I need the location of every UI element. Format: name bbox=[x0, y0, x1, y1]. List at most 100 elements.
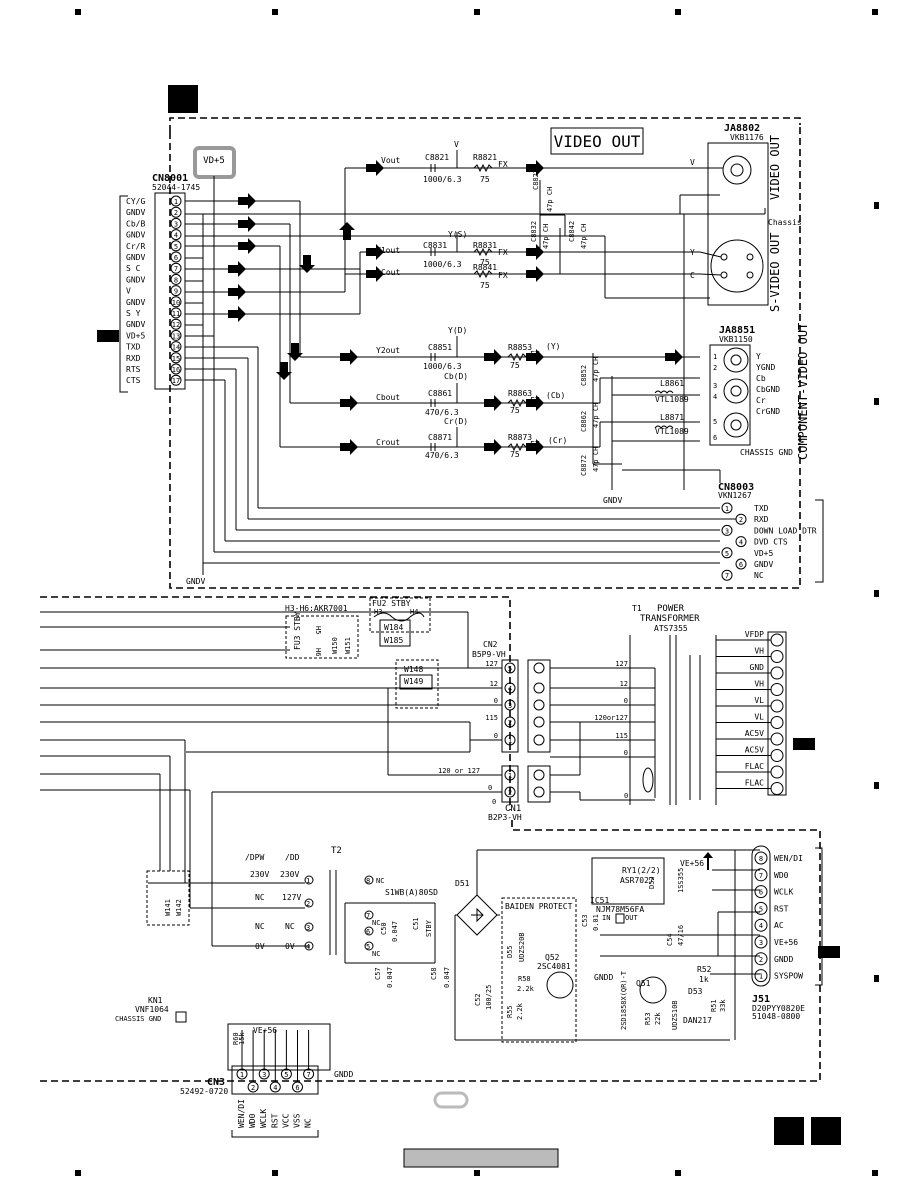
svg-text:C8861: C8861 bbox=[428, 389, 452, 398]
t1-primary-label: 12 bbox=[620, 680, 628, 688]
t1-output-pin bbox=[770, 782, 784, 795]
svg-text:C51: C51 bbox=[412, 917, 420, 930]
svg-text:Crout: Crout bbox=[376, 438, 400, 447]
kn1-part: VNF1064 bbox=[135, 1005, 169, 1014]
svg-text:W141: W141 bbox=[164, 899, 172, 916]
j51-pin-num: 6 bbox=[759, 889, 763, 897]
video-out-vert: VIDEO OUT bbox=[768, 135, 782, 200]
cn8001-pin-num: 11 bbox=[172, 310, 180, 318]
svg-text:V: V bbox=[690, 158, 695, 167]
svg-text:Cbout: Cbout bbox=[376, 393, 400, 402]
cn8001-pin-name: GNDV bbox=[126, 253, 145, 262]
cn8001-pin-name: RTS bbox=[126, 365, 141, 374]
j51-pin-name: WCLK bbox=[774, 888, 793, 897]
video-out-label: VIDEO OUT bbox=[554, 132, 641, 151]
cn8001-pin-num: 3 bbox=[174, 220, 178, 228]
t1-output-pin bbox=[770, 716, 784, 729]
svg-text:DAN217: DAN217 bbox=[683, 1016, 712, 1025]
mid-pin-circle bbox=[533, 769, 545, 781]
j51-pin-name: GNDD bbox=[774, 955, 793, 964]
svg-text:3: 3 bbox=[306, 924, 310, 932]
cn8001-ref: CN8001 bbox=[152, 173, 188, 184]
t1-output-pin bbox=[770, 683, 784, 696]
cn2-part: B5P9-VH bbox=[472, 650, 506, 659]
svg-text:NJM78M56FA: NJM78M56FA bbox=[596, 905, 644, 914]
svg-text:STBY: STBY bbox=[425, 919, 433, 937]
svg-text:T2: T2 bbox=[331, 846, 342, 856]
registration-marks bbox=[75, 9, 879, 1176]
svg-text:FU2 STBY: FU2 STBY bbox=[372, 599, 411, 608]
cn8001-pin-num: 16 bbox=[172, 366, 180, 374]
cn8001-pin-num: 10 bbox=[172, 299, 180, 307]
svg-text:0.047: 0.047 bbox=[391, 921, 399, 942]
cn8003-pin-name: TXD bbox=[754, 504, 769, 513]
cn1-pin-num: 2 bbox=[508, 789, 512, 797]
svg-text:C8862: C8862 bbox=[580, 411, 588, 432]
corner-block-2 bbox=[811, 1117, 841, 1145]
svg-text:0V: 0V bbox=[255, 942, 265, 951]
svg-text:R58: R58 bbox=[518, 975, 531, 983]
j51-pin-circle bbox=[754, 969, 768, 983]
svg-text:Q51: Q51 bbox=[636, 979, 651, 988]
svg-text:0.047: 0.047 bbox=[386, 967, 394, 988]
cn2-pin-label: 127 bbox=[485, 660, 498, 668]
svg-text:ASR7027: ASR7027 bbox=[620, 876, 654, 885]
svg-text:Cout: Cout bbox=[381, 268, 400, 277]
cn8001-pin-name: GNDV bbox=[126, 320, 145, 329]
svg-text:Cb(D): Cb(D) bbox=[444, 372, 468, 381]
cn2-pin-label: 12 bbox=[490, 680, 498, 688]
cn8003-bracket bbox=[815, 499, 824, 583]
t1-output-label: GND bbox=[750, 663, 765, 672]
svg-text:R8831: R8831 bbox=[473, 241, 497, 250]
ja8851-pin-num: 4 bbox=[713, 393, 717, 401]
cn2-pin-num: 4 bbox=[508, 685, 512, 693]
j51-pin-circle bbox=[754, 901, 768, 915]
cn3-pin-name: WD0 bbox=[248, 1113, 257, 1128]
t1-output-pin bbox=[770, 699, 784, 713]
mid-pin-circle bbox=[533, 682, 545, 694]
cn8001-pin-num: 9 bbox=[174, 288, 178, 296]
j51-pin-name: WD0 bbox=[774, 871, 789, 880]
cn8003-ref: CN8003 bbox=[718, 482, 754, 493]
cn8001-pin-circle bbox=[170, 329, 182, 341]
cn8001-pin-circle bbox=[170, 217, 182, 229]
svg-text:IC51: IC51 bbox=[590, 896, 609, 905]
svg-text:Y1out: Y1out bbox=[376, 246, 400, 255]
cn8003-pin-name: RXD bbox=[754, 515, 769, 524]
svg-text:L8871: L8871 bbox=[660, 413, 684, 422]
svg-text:FX: FX bbox=[530, 440, 540, 449]
cn8001-pin-circle bbox=[170, 352, 182, 364]
cn8001-pin-name: GNDV bbox=[126, 298, 145, 307]
ja8851-body bbox=[709, 344, 751, 446]
mid-pin-circle bbox=[533, 716, 545, 728]
svg-text:D51: D51 bbox=[455, 879, 470, 888]
cn8001-pin-circle bbox=[170, 273, 182, 285]
j51-pin-num: 8 bbox=[759, 855, 763, 863]
kn1-ref: KN1 bbox=[148, 996, 163, 1005]
cn8001-pin-num: 1 bbox=[174, 198, 178, 206]
t1-primary-label: 127 bbox=[615, 660, 628, 668]
svg-text:FX: FX bbox=[530, 350, 540, 359]
cn3-part: 52492-0720 bbox=[180, 1087, 228, 1096]
svg-text:C8871: C8871 bbox=[428, 433, 452, 442]
cn3-pin-name: WCLK bbox=[259, 1109, 268, 1128]
section-block-top bbox=[168, 85, 198, 113]
cn1-ref: CN1 bbox=[505, 804, 521, 814]
svg-text:W184: W184 bbox=[384, 623, 403, 632]
t1-output-label: AC5V bbox=[745, 746, 764, 755]
power-input-lines bbox=[40, 611, 502, 947]
cn8001-pin-name: GNDV bbox=[126, 275, 145, 284]
cn2-pin-num: 5 bbox=[508, 665, 512, 673]
svg-text:/DD: /DD bbox=[285, 853, 300, 862]
svg-text:C8852: C8852 bbox=[580, 365, 588, 386]
ja8851-pin-name: CrGND bbox=[756, 407, 780, 416]
cn8001-pin-num: 12 bbox=[172, 321, 180, 329]
cn3-pin-name: VCC bbox=[281, 1113, 290, 1128]
svg-text:Cr(D): Cr(D) bbox=[444, 417, 468, 426]
cn3-pin-num: 1 bbox=[240, 1071, 244, 1079]
svg-text:R55: R55 bbox=[506, 1005, 514, 1018]
svg-text:W149: W149 bbox=[404, 677, 423, 686]
